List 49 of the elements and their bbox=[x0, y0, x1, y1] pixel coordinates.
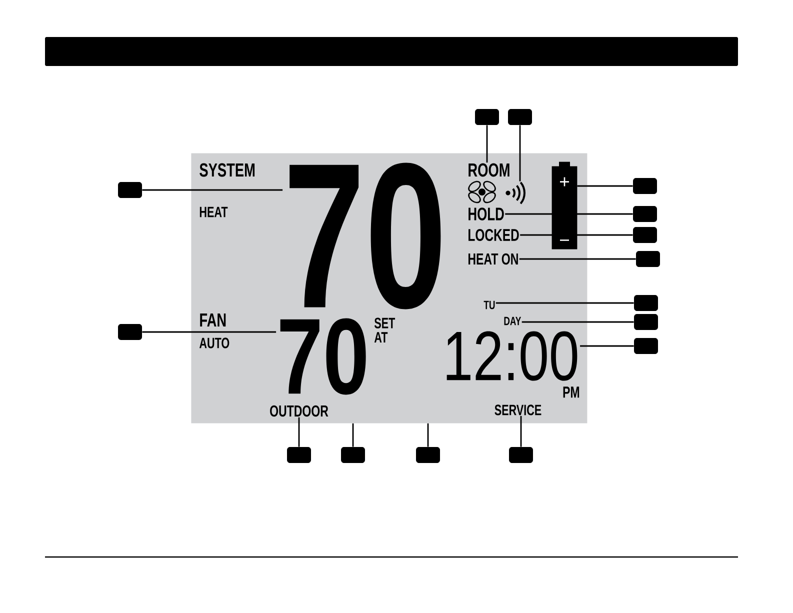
leader-line bbox=[519, 125, 521, 182]
display-label: DAY bbox=[504, 316, 522, 326]
signal-icon bbox=[506, 182, 526, 204]
display-label: PM bbox=[563, 386, 580, 398]
display-label: LOCKED bbox=[468, 228, 519, 242]
display-label: FAN bbox=[200, 313, 226, 327]
callout-box bbox=[634, 295, 658, 311]
callout-box bbox=[633, 227, 657, 243]
temperature-readout: 70 bbox=[290, 162, 441, 310]
leader-line bbox=[352, 423, 354, 447]
callout-box bbox=[475, 109, 499, 125]
leader-line bbox=[486, 125, 488, 163]
callout-box bbox=[287, 447, 311, 463]
display-label: HEAT bbox=[200, 206, 228, 218]
callout-box bbox=[416, 447, 440, 463]
leader-line bbox=[505, 213, 633, 215]
callout-box bbox=[634, 338, 658, 354]
display-label: HOLD bbox=[468, 208, 504, 220]
callout-box bbox=[341, 447, 365, 463]
leader-line bbox=[142, 189, 283, 191]
leader-line bbox=[519, 258, 636, 260]
callout-box bbox=[636, 251, 660, 267]
leader-line bbox=[522, 321, 634, 323]
callout-box bbox=[633, 206, 657, 222]
display-label: SERVICE bbox=[494, 404, 542, 416]
leader-line bbox=[427, 423, 429, 447]
callout-box bbox=[508, 109, 532, 125]
display-label: TU bbox=[484, 300, 495, 310]
display-label: AUTO bbox=[199, 338, 230, 348]
display-label: ROOM bbox=[468, 163, 510, 177]
callout-box bbox=[118, 324, 142, 340]
leader-line bbox=[496, 302, 634, 304]
setpoint-readout: 70 bbox=[280, 318, 366, 395]
display-label: OUTDOOR bbox=[270, 405, 328, 417]
clock-readout: 12:00 bbox=[446, 331, 578, 381]
leader-line bbox=[577, 185, 633, 187]
display-label: SET AT bbox=[374, 318, 396, 342]
leader-line bbox=[520, 416, 522, 447]
leader-line bbox=[520, 234, 633, 236]
battery-icon bbox=[552, 162, 578, 250]
callout-box bbox=[633, 178, 657, 194]
callout-box bbox=[634, 314, 658, 330]
display-label: HEAT ON bbox=[468, 253, 518, 265]
callout-box bbox=[118, 182, 142, 198]
callout-box bbox=[509, 447, 533, 463]
leader-line bbox=[298, 417, 300, 447]
leader-line bbox=[580, 345, 634, 347]
leader-line bbox=[142, 331, 276, 333]
display-label: SYSTEM bbox=[200, 163, 255, 177]
